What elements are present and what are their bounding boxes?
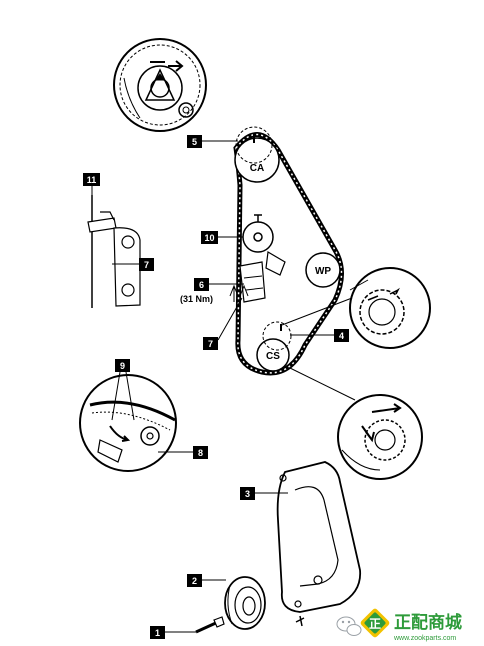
callout-3: 3: [240, 487, 288, 500]
camshaft-pulley: CA: [234, 126, 280, 183]
callout-8: 8: [158, 446, 208, 459]
water-pump-pulley: WP: [305, 252, 341, 288]
timing-belt: [233, 132, 344, 376]
svg-text:7: 7: [144, 260, 149, 270]
water-pump-label: WP: [315, 266, 331, 277]
tension-adjust-detail: [79, 374, 177, 472]
svg-text:5: 5: [192, 137, 197, 147]
callout-6: 6: [194, 278, 249, 302]
svg-text:6: 6: [199, 280, 204, 290]
svg-text:7: 7: [208, 339, 213, 349]
svg-text:8: 8: [198, 448, 203, 458]
callout-11: 11: [83, 173, 100, 197]
svg-text:2: 2: [192, 576, 197, 586]
timing-cover: [276, 461, 362, 613]
camshaft-sprocket-detail: [113, 38, 207, 132]
camshaft-label: CA: [250, 163, 264, 174]
watermark: 正 正配商城 www.zookparts.com: [336, 608, 462, 642]
callout-7-center: 7: [203, 297, 243, 350]
callout-10: 10: [201, 231, 243, 244]
svg-text:3: 3: [245, 489, 250, 499]
crank-bolt: [195, 615, 305, 634]
svg-text:正: 正: [369, 617, 381, 631]
crankshaft-pulley: CS: [256, 321, 292, 372]
brand-logo-icon: 正: [360, 608, 390, 638]
tensioner-pulley: [239, 214, 286, 303]
svg-text:11: 11: [87, 175, 97, 185]
callout-2: 2: [187, 574, 226, 587]
wechat-icon: [336, 616, 362, 636]
watermark-url: www.zookparts.com: [393, 635, 456, 642]
callout-1: 1: [150, 626, 196, 639]
svg-text:4: 4: [339, 331, 344, 341]
tensioner-closeup-left: [87, 195, 141, 308]
svg-text:9: 9: [120, 361, 125, 371]
svg-text:(31 Nm): (31 Nm): [180, 294, 213, 304]
svg-text:10: 10: [204, 233, 214, 243]
svg-text:1: 1: [155, 628, 160, 638]
watermark-brand: 正配商城: [394, 612, 462, 633]
callout-7-left: 7: [112, 258, 154, 271]
callout-4: 4: [290, 329, 349, 342]
crank-pulley-part: [224, 576, 266, 630]
callout-5: 5: [187, 135, 238, 148]
crankshaft-label: CS: [266, 351, 280, 362]
crankshaft-sprocket-detail: [337, 394, 423, 480]
crank-sprocket-detail: [281, 267, 431, 401]
torque-note: (31 Nm): [180, 294, 213, 304]
callout-9: 9: [111, 359, 135, 421]
